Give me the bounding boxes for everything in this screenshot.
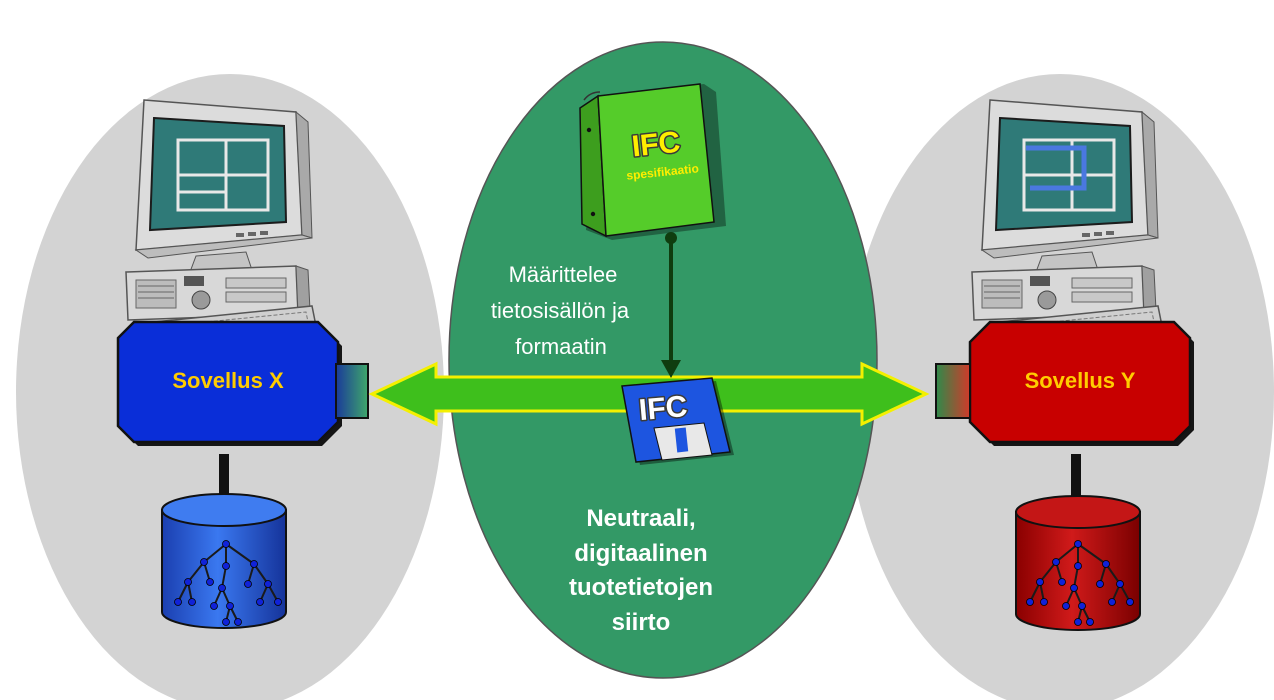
left-db-link [219,454,229,520]
transfer-line-1: Neutraali, [586,505,695,532]
ifc-floppy-disk-icon [621,377,734,465]
disk-label: IFC [638,390,689,427]
right-database-icon [1015,495,1141,631]
left-app-box [116,320,369,446]
binder-title: IFC [630,126,682,164]
binder-to-disk-arrowhead [661,360,681,378]
transfer-text: Neutraali, digitaalinen tuotetietojen si… [569,505,713,636]
definition-line-1: Määrittelee [509,262,618,287]
transfer-line-4: siirto [612,609,671,636]
ifc-specification-binder-icon [579,83,726,240]
transfer-line-3: tuotetietojen [569,574,713,601]
definition-line-2: tietosisällön ja [491,298,630,323]
left-database-icon [161,493,287,629]
definition-line-3: formaatin [515,334,607,359]
left-app-label: Sovellus X [172,368,284,393]
right-connector [935,363,971,419]
definition-text: Määrittelee tietosisällön ja formaatin [491,262,630,359]
transfer-line-2: digitaalinen [574,540,707,567]
right-app-label: Sovellus Y [1025,368,1136,393]
right-app-box [935,320,1194,446]
left-computer-icon [125,99,317,345]
right-computer-icon [971,99,1163,345]
right-db-link [1071,454,1081,506]
left-connector [335,363,369,419]
